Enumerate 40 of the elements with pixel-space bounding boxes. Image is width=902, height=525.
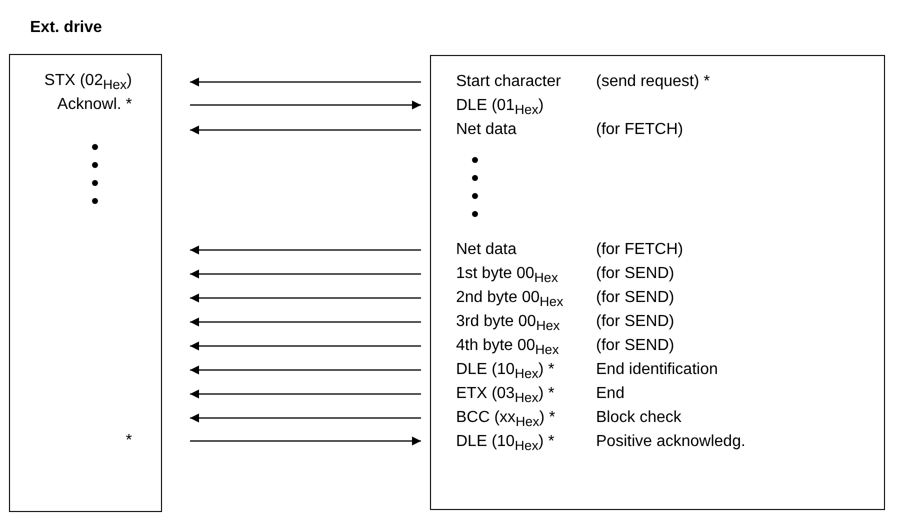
device-box [430,55,885,510]
message-description: (send request) * [596,73,710,91]
message-text: 3rd byte 00$_{Hex}$ [456,313,560,334]
signal-text: * [126,432,132,450]
message-description: (for SEND) [596,337,674,355]
arrow [190,436,421,446]
message-description: End [596,385,624,403]
device-heading: Ext. drive [30,19,102,37]
message-description: Block check [596,409,682,427]
message-description: End identification [596,361,718,379]
message-text: DLE (10$_{Hex}$) * [456,433,554,454]
message-description: (for SEND) [596,289,674,307]
message-text: DLE (10$_{Hex}$) * [456,361,554,382]
message-text: DLE (01$_{Hex}$) [456,97,544,118]
arrow [190,246,421,254]
arrow [190,318,421,326]
arrow [190,294,421,302]
message-text: 4th byte 00$_{Hex}$ [456,337,559,358]
arrow [190,100,421,110]
signal-text: Acknowl. * [57,96,132,114]
arrow [190,78,421,86]
message-description: (for SEND) [596,313,674,331]
message-text: 2nd byte 00$_{Hex}$ [456,289,564,310]
arrow [190,126,421,134]
message-text: Start character [456,73,561,91]
arrow [190,414,421,422]
message-text: Net data [456,121,516,139]
message-text: 1st byte 00$_{Hex}$ [456,265,558,286]
message-text: BCC (xx$_{Hex}$) * [456,409,556,430]
message-description: Positive acknowledg. [596,433,746,451]
arrow [190,390,421,398]
arrow [190,342,421,350]
message-text: ETX (03$_{Hex}$) * [456,385,554,406]
message-description: (for FETCH) [596,241,684,259]
signal-text: STX (02$_{Hex}$) [44,72,132,92]
message-text: Net data [456,241,516,259]
message-description: (for FETCH) [596,121,684,139]
arrow [190,270,421,278]
message-description: (for SEND) [596,265,674,283]
arrow [190,366,421,374]
